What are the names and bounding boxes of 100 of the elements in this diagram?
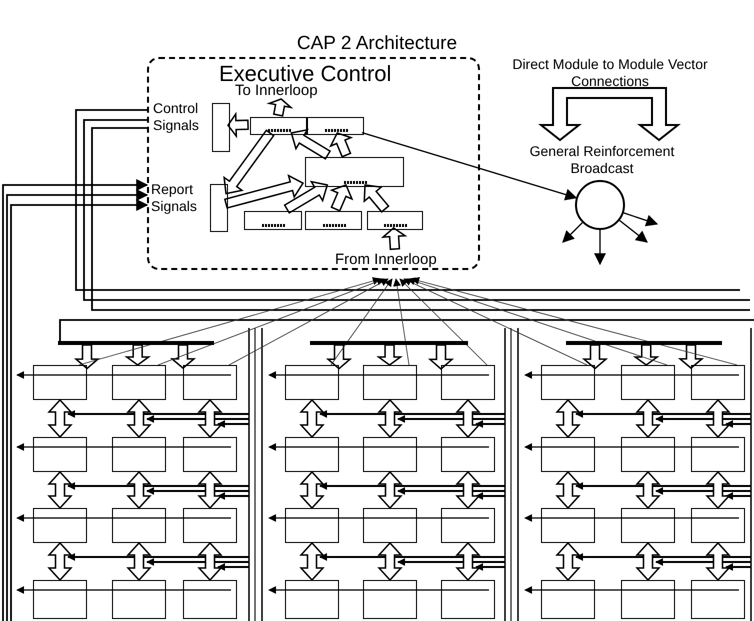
arrow: [619, 220, 648, 243]
signal-line: [675, 589, 691, 591]
module-box: [621, 580, 675, 619]
signal-line: [417, 589, 441, 591]
hollow-arrow: [555, 470, 581, 510]
signal-line: [59, 319, 754, 341]
hollow-arrow: [47, 398, 73, 438]
module-box: [441, 508, 495, 543]
signal-line: [87, 589, 112, 591]
hollow-arrow: [555, 398, 581, 438]
module-box: [441, 365, 495, 400]
signal-line: [675, 446, 691, 448]
arrow: [16, 371, 33, 379]
arrow: [407, 277, 668, 366]
module-box: [441, 580, 495, 619]
signal-label: Report Signals: [151, 181, 198, 215]
hollow-arrow: [380, 227, 408, 250]
signal-line: [595, 446, 621, 448]
signal-line: [417, 446, 441, 448]
bus-bar: [58, 341, 214, 345]
module-box: [183, 580, 237, 619]
signal-line: [87, 446, 112, 448]
module-box: [691, 580, 745, 619]
arrow: [268, 586, 285, 594]
signal-line: [166, 374, 183, 376]
module-box: [691, 508, 745, 543]
module-box: [285, 580, 339, 619]
hollow-arrow: [224, 174, 304, 209]
module-box: [33, 365, 87, 400]
hollow-arrow: [299, 542, 325, 582]
hollow-arrow: [705, 470, 731, 510]
hollow-arrow: [705, 398, 731, 438]
module-box: [541, 508, 595, 543]
module-box: [363, 508, 417, 543]
arrow: [16, 443, 33, 451]
signal-line: [339, 446, 363, 448]
hollow-arrow: [290, 128, 332, 160]
arrow: [393, 278, 410, 366]
hollow-arrow: [124, 344, 151, 366]
arrow: [228, 278, 389, 366]
module-box: [112, 437, 166, 472]
arrow: [524, 586, 541, 594]
module-box: [112, 365, 166, 400]
hollow-arrow: [455, 398, 481, 438]
hollow-arrow: [126, 470, 152, 510]
hollow-arrow: [377, 398, 403, 438]
module-box: [541, 365, 595, 400]
signal-line: [339, 589, 363, 591]
hollow-arrow: [126, 542, 152, 582]
module-box: [621, 508, 675, 543]
signal-line: [339, 517, 363, 519]
hollow-arrow: [266, 98, 294, 117]
hollow-arrow: [678, 344, 704, 370]
module-box: [305, 157, 404, 187]
module-box: [33, 437, 87, 472]
arrow: [330, 278, 392, 366]
hollow-arrow: [635, 470, 661, 510]
hollow-arrow: [635, 542, 661, 582]
flow-label: To Innerloop: [235, 82, 335, 101]
hollow-arrow: [170, 344, 196, 370]
flow-label: From Innerloop: [335, 251, 460, 271]
hollow-arrow: [47, 542, 73, 582]
hollow-arrow: [632, 344, 660, 366]
module-box: [183, 365, 237, 400]
module-box: [285, 437, 339, 472]
module-box: [691, 437, 745, 472]
arrow: [268, 443, 285, 451]
arrow: [16, 514, 33, 522]
module-box: [541, 580, 595, 619]
module-box: [33, 580, 87, 619]
arrow: [594, 230, 606, 266]
hollow-arrow: [126, 398, 152, 438]
arrow: [268, 514, 285, 522]
module-box: [305, 211, 362, 230]
label-text: Direct Module to Module Vector Connections: [511, 56, 709, 90]
module-box: [33, 508, 87, 543]
signal-line: [675, 517, 691, 519]
signal-line: [595, 589, 621, 591]
hollow-arrow: [330, 184, 354, 212]
arrow: [403, 278, 588, 366]
arrow: [158, 278, 385, 366]
bus-bar: [310, 341, 468, 345]
hollow-arrow: [47, 470, 73, 510]
circle-heading: General Reinforcement Broadcast: [528, 143, 676, 177]
module-box: [285, 508, 339, 543]
arrow: [624, 212, 658, 226]
hollow-arrow: [284, 180, 328, 214]
hollow-arrow: [223, 129, 275, 194]
signal-line: [595, 517, 621, 519]
signal-line: [339, 374, 363, 376]
module-box: [112, 580, 166, 619]
hollow-arrow: [74, 344, 100, 370]
arrow: [524, 371, 541, 379]
module-box: [621, 437, 675, 472]
arrow: [362, 132, 578, 200]
hollow-arrow: [363, 184, 390, 213]
module-box: [250, 117, 307, 135]
signal-line: [166, 517, 183, 519]
arrow: [268, 371, 285, 379]
module-box: [244, 211, 302, 230]
